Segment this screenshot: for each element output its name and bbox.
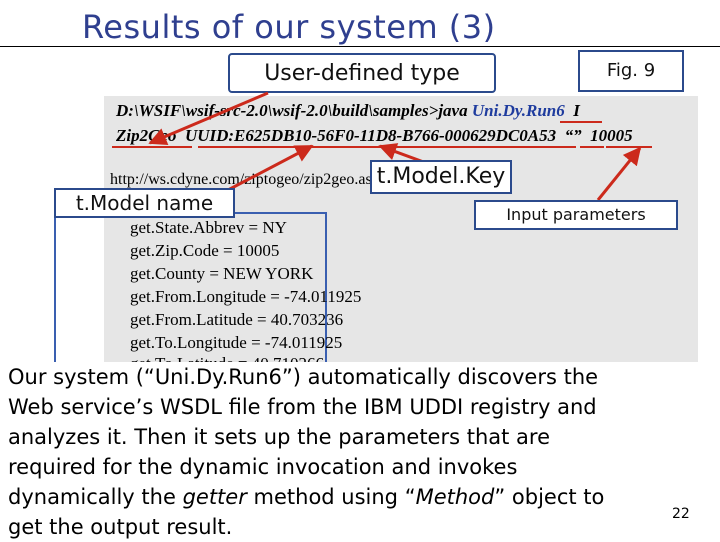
output-line-clipped: get.To.Latitude = 40.710266 bbox=[130, 354, 324, 364]
title-divider bbox=[0, 46, 720, 47]
input-parameters-callout: Input parameters bbox=[474, 200, 678, 230]
output-line: get.To.Longitude = -74.011925 bbox=[130, 333, 343, 352]
description-line: required for the dynamic invocation and … bbox=[8, 455, 518, 479]
output-line: get.Zip.Code = 10005 bbox=[130, 241, 280, 260]
uuid-arg: UUID:E625DB10-56F0-11D8-B766-000629DC0A5… bbox=[184, 126, 557, 145]
zip-underline bbox=[606, 146, 652, 148]
command-flag: I bbox=[573, 101, 580, 120]
user-defined-type-arg: Zip2Geo bbox=[116, 126, 177, 145]
tmodel-name-callout: t.Model name bbox=[54, 188, 235, 218]
description-line: get the output result. bbox=[8, 515, 233, 539]
description-line: Web service’s WSDL file from the IBM UDD… bbox=[8, 395, 597, 419]
method-emphasis: Method bbox=[415, 485, 495, 509]
command-line-1: D:\WSIF\wsif-src-2.0\wsif-2.0\build\samp… bbox=[116, 101, 580, 121]
type-underline bbox=[112, 146, 192, 148]
output-line: get.State.Abbrev = NY bbox=[130, 218, 287, 237]
description-line: Our system (“Uni.Dy.Run6”) automatically… bbox=[8, 365, 599, 389]
blank-arg-underline bbox=[560, 121, 602, 123]
uuid-underline bbox=[198, 146, 576, 148]
service-url: http://ws.cdyne.com/ziptogeo/zip2geo.asm… bbox=[110, 171, 393, 188]
slide-title: Results of our system (3) bbox=[82, 8, 496, 46]
description-text: Our system (“Uni.Dy.Run6”) automatically… bbox=[4, 362, 718, 540]
zip-arg: 10005 bbox=[590, 126, 633, 145]
tmodel-key-callout: t.Model.Key bbox=[370, 160, 512, 194]
description-line: dynamically the getter method using “Met… bbox=[8, 485, 605, 509]
user-defined-type-callout: User-defined type bbox=[228, 53, 496, 93]
description-line: analyzes it. Then it sets up the paramet… bbox=[8, 425, 551, 449]
figure-label: Fig. 9 bbox=[578, 50, 684, 92]
output-line: get.County = NEW YORK bbox=[130, 264, 314, 283]
getter-emphasis: getter bbox=[182, 485, 247, 509]
output-line: get.From.Latitude = 40.703236 bbox=[130, 310, 344, 329]
empty-arg: “” bbox=[564, 126, 582, 145]
class-name: Uni.Dy.Run6 bbox=[471, 101, 565, 120]
command-prompt: D:\WSIF\wsif-src-2.0\wsif-2.0\build\samp… bbox=[116, 101, 472, 120]
empty-arg-underline bbox=[580, 146, 604, 148]
output-line: get.From.Longitude = -74.011925 bbox=[130, 287, 362, 306]
command-line-2: Zip2Geo UUID:E625DB10-56F0-11D8-B766-000… bbox=[116, 126, 633, 146]
page-number: 22 bbox=[672, 506, 690, 522]
